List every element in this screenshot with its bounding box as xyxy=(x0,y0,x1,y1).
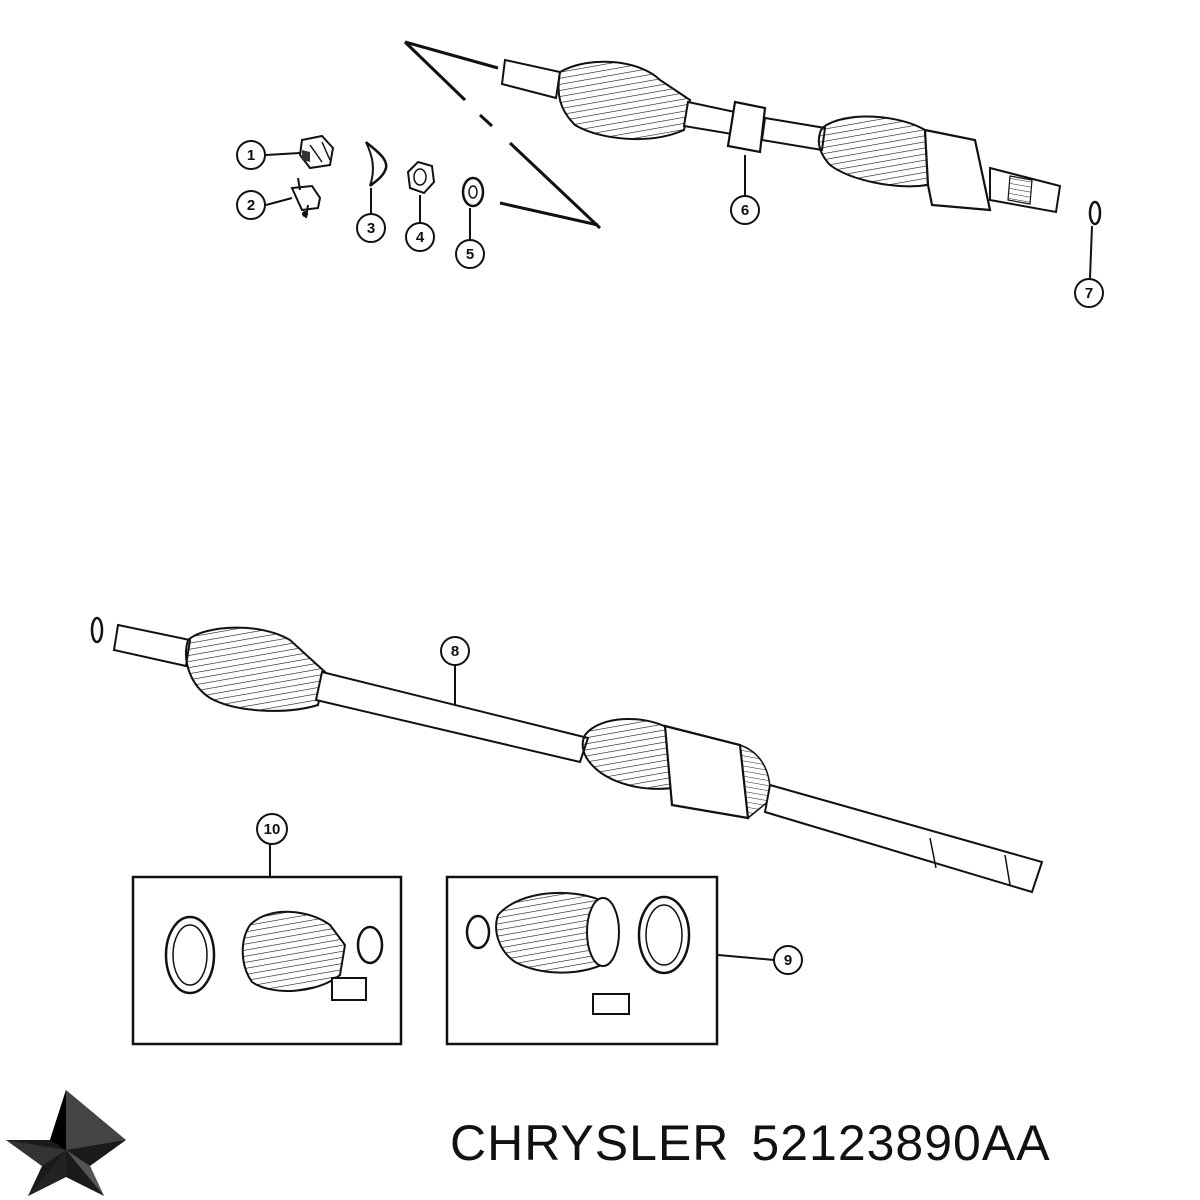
callout-10: 10 xyxy=(256,813,288,845)
shaft-section xyxy=(760,116,827,152)
callout-label: 1 xyxy=(247,147,255,164)
flat-washer xyxy=(461,176,485,208)
inner-stub-shaft xyxy=(763,783,1044,894)
outer-cv-boot xyxy=(185,626,327,712)
explode-wedge-line xyxy=(403,40,467,102)
grease-packet xyxy=(331,977,367,1001)
explode-wedge-line xyxy=(508,141,602,230)
callout-8: 8 xyxy=(440,636,470,666)
chrysler-pentastar-icon xyxy=(6,1090,126,1196)
callout-6: 6 xyxy=(730,195,760,225)
axle-bar xyxy=(314,670,590,764)
boot-clamp-small xyxy=(356,925,384,965)
callout-5: 5 xyxy=(455,239,485,269)
callout-4: 4 xyxy=(405,222,435,252)
boot-clamp-small xyxy=(465,914,491,950)
lower-axle-shaft xyxy=(90,616,1044,894)
callout-label: 6 xyxy=(741,202,749,219)
callout-label: 10 xyxy=(264,821,281,838)
boot-clamp-large xyxy=(637,895,691,975)
cotter-pin xyxy=(365,141,388,187)
part-caption: CHRYSLER 52123890AA xyxy=(450,1108,1195,1178)
cv-boot xyxy=(495,891,614,974)
cv-boot xyxy=(241,910,347,992)
outer-stub-shaft xyxy=(500,58,562,100)
leader-lines xyxy=(265,152,1093,961)
callout-9: 9 xyxy=(773,945,803,975)
callout-label: 3 xyxy=(367,220,375,237)
spline-section xyxy=(1007,175,1033,205)
callout-2: 2 xyxy=(236,190,266,220)
retaining-ring-lower xyxy=(90,616,104,644)
damper-weight xyxy=(726,100,767,154)
callout-label: 2 xyxy=(247,197,255,214)
inner-joint-housing xyxy=(923,128,992,212)
brand-name: CHRYSLER xyxy=(450,1115,730,1171)
callout-label: 4 xyxy=(416,229,425,246)
callout-label: 7 xyxy=(1085,285,1093,302)
grease-packet xyxy=(592,993,630,1015)
callout-label: 5 xyxy=(466,246,474,263)
retaining-ring-upper xyxy=(1088,200,1102,226)
part-number: 52123890AA xyxy=(751,1115,1051,1171)
callout-1: 1 xyxy=(236,140,266,170)
upper-axle-shaft xyxy=(403,40,1062,230)
inner-joint-housing xyxy=(663,724,750,820)
explode-wedge-line xyxy=(499,201,599,227)
inner-cv-boot xyxy=(581,718,674,790)
explode-wedge-line xyxy=(404,40,499,70)
boot-kit-outer xyxy=(131,875,403,1046)
boot-clamp-large xyxy=(164,915,216,995)
washer-nut xyxy=(406,160,436,195)
explode-wedge-line xyxy=(478,113,494,128)
outer-stub-shaft xyxy=(112,623,192,668)
boot-kit-inner xyxy=(445,875,719,1046)
inner-cv-boot xyxy=(817,115,930,188)
callout-3: 3 xyxy=(356,213,386,243)
callout-label: 9 xyxy=(784,952,792,969)
nut-retainer xyxy=(290,177,322,219)
callout-label: 8 xyxy=(451,643,459,660)
intermediate-shaft xyxy=(682,100,737,136)
callout-7: 7 xyxy=(1074,278,1104,308)
hub-nut xyxy=(298,134,335,170)
outer-cv-boot xyxy=(557,60,692,140)
